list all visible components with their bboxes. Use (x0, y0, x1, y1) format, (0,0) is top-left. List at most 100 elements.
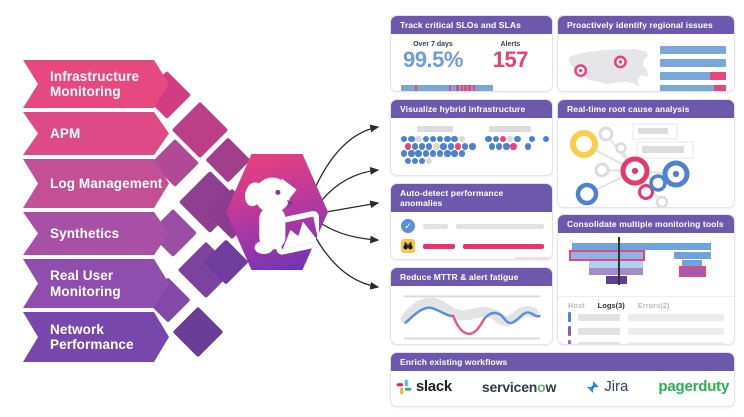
arrow (321, 223, 380, 244)
jira-wordmark: Jira (604, 378, 629, 395)
metric-line-blue (404, 306, 455, 324)
slo-violation-tick (460, 85, 464, 91)
slo-violation-tick (448, 85, 452, 91)
service-node-core (631, 167, 639, 175)
slo-uptime-value: 99.5% (403, 47, 463, 72)
card-workflows: Enrich existing workflows slack servicen… (390, 352, 735, 407)
card-slo-header: Track critical SLOs and SLAs (391, 16, 552, 34)
arrow (315, 237, 380, 290)
host-dot (429, 136, 437, 143)
host-dot (518, 143, 524, 149)
host-dot (426, 143, 433, 150)
region-bar (660, 46, 726, 54)
tooltip-text-placeholder (642, 146, 684, 153)
slo-uptime-label: Over 7 days (413, 41, 453, 48)
log-row (568, 326, 724, 336)
alert-bar (462, 243, 544, 249)
card-consolidate: Consolidate multiple monitoring tools Ho… (557, 214, 735, 345)
host-dot (418, 157, 426, 164)
card-hybrid-header: Visualize hybrid infrastructure (391, 100, 552, 118)
flame-bar (682, 260, 702, 266)
host-dot (510, 143, 517, 150)
metric-line-anomaly (452, 314, 486, 336)
slo-alerts-label: Alerts (500, 41, 521, 48)
slo-uptime-metric: Over 7 days 99.5% (403, 41, 463, 91)
host-dot-row (404, 157, 477, 165)
host-dot (411, 157, 419, 164)
banner-label: Log Management (50, 175, 163, 191)
host-dot (492, 136, 499, 143)
host-dot (503, 143, 510, 150)
log-rows (558, 312, 734, 344)
host-dot (429, 150, 437, 157)
slack-icon (396, 379, 412, 394)
slo-violation-tick (464, 85, 467, 91)
host-dot-row (401, 150, 476, 157)
host-dot (411, 143, 419, 150)
service-node (638, 184, 654, 200)
service-node (594, 162, 610, 178)
text-placeholder (423, 223, 448, 229)
region-bar-alert (713, 85, 726, 91)
host-dot (524, 143, 532, 150)
pagerduty-logo: pagerduty (658, 378, 729, 395)
host-dot (496, 143, 503, 150)
host-dot (401, 150, 408, 157)
host-dot (451, 136, 458, 143)
host-dot (521, 136, 527, 142)
servicenow-logo: servicenow (482, 379, 556, 395)
host-dot (458, 150, 465, 157)
flame-bar (589, 268, 643, 275)
servicenow-wordmark-end: w (545, 378, 557, 395)
host-dot (536, 136, 542, 142)
host-dot (488, 143, 496, 150)
slo-alerts-metric: Alerts 157 (493, 41, 538, 91)
us-map (568, 49, 649, 87)
flame-bar (572, 243, 711, 250)
host-dot (506, 136, 514, 143)
host-dot (415, 136, 422, 143)
host-dot (436, 136, 444, 143)
host-dot (514, 136, 521, 143)
card-rootcause-header: Real-time root cause analysis (558, 100, 734, 118)
card-workflows-header: Enrich existing workflows (391, 353, 734, 371)
dependency-graph (570, 123, 694, 207)
host-dot (462, 143, 469, 150)
log-text-placeholder (627, 341, 724, 344)
host-dot (408, 150, 415, 157)
log-row (568, 340, 724, 344)
flow-arrows (315, 124, 380, 290)
slo-violation-tick (456, 85, 459, 91)
host-cluster-2 (485, 126, 550, 165)
arrow (321, 166, 380, 201)
banner-label: Network Performance (50, 321, 134, 352)
host-dot (542, 136, 550, 143)
flame-bar (674, 252, 711, 259)
log-text-placeholder (578, 341, 620, 344)
jira-logo: Jira (586, 378, 628, 395)
arrow (325, 200, 380, 213)
host-dot (408, 136, 415, 143)
card-regional: Proactively identify regional issues (557, 15, 735, 92)
cluster-label (417, 126, 453, 132)
slack-logo: slack (396, 378, 452, 395)
log-text-placeholder (627, 313, 724, 321)
check-icon: ✓ (401, 219, 415, 233)
host-dot (436, 150, 444, 157)
host-dot (404, 143, 411, 150)
log-text-placeholder (627, 327, 724, 335)
metric-line-blue (482, 311, 541, 325)
host-dot (401, 136, 408, 143)
flame-bar (606, 276, 627, 284)
service-node-core (672, 170, 680, 178)
banner-label: Infrastructure Monitoring (50, 68, 140, 99)
region-bar-alert (710, 72, 726, 80)
host-dot-row (401, 136, 476, 143)
host-dot (444, 136, 451, 143)
log-text-placeholder (578, 313, 620, 321)
host-dot-row (488, 143, 550, 150)
host-dot (485, 136, 492, 143)
host-dot (404, 157, 411, 164)
pagerduty-wordmark: pagerduty (658, 378, 730, 395)
